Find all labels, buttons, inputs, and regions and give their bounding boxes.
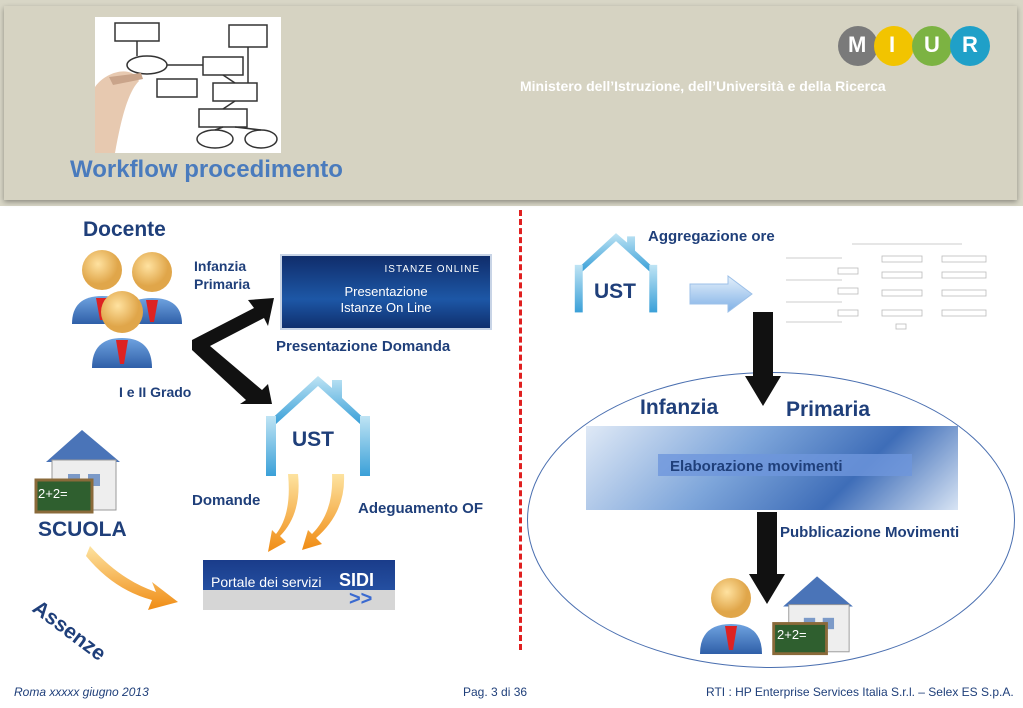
- ust-label-left: UST: [292, 428, 334, 451]
- school-icon: [30, 428, 136, 519]
- gradi-label: I e II Grado: [119, 384, 192, 400]
- scuola-label: SCUOLA: [38, 518, 127, 541]
- school-icon-right: [768, 572, 868, 663]
- blackboard-text-right: 2+2=: [777, 627, 807, 642]
- ust-label-right: UST: [594, 280, 636, 303]
- footer-rti: RTI : HP Enterprise Services Italia S.r.…: [706, 685, 1014, 699]
- black-arrow-down-top: [744, 310, 782, 413]
- infanzia-text: Infanzia: [194, 258, 247, 274]
- sidi-banner-base: [203, 590, 395, 610]
- footer-page: Pag. 3 di 36: [463, 685, 528, 699]
- teacher-icon-right: [698, 576, 764, 661]
- sidi-brand: SIDI: [339, 570, 375, 590]
- logo-letter-r: R: [962, 32, 978, 57]
- domande-label: Domande: [192, 492, 261, 509]
- miur-logo: M I U R: [836, 24, 992, 73]
- ust-house-icon-right: [566, 230, 666, 319]
- ust-house-icon: [262, 372, 374, 483]
- docente-label: Docente: [83, 218, 166, 241]
- primaria-text: Primaria: [194, 276, 251, 292]
- zigzag-arrow: [188, 296, 278, 411]
- section-divider: [519, 210, 522, 650]
- infanzia-primaria-label: Infanzia Primaria: [194, 257, 250, 293]
- teachers-icon: [68, 240, 188, 375]
- logo-letter-u: U: [924, 32, 940, 57]
- blue-arrow-right: [688, 274, 754, 319]
- logo-letter-i: I: [889, 32, 896, 57]
- black-arrow-down-bottom: [748, 510, 786, 611]
- sidi-text: Portale dei servizi: [211, 574, 322, 590]
- primaria-label-right: Primaria: [786, 398, 871, 421]
- istanze-line1: Presentazione: [344, 284, 428, 299]
- assenze-arrow: [86, 540, 182, 617]
- infanzia-label-right: Infanzia: [640, 396, 719, 419]
- footer-date: Roma xxxxx giugno 2013: [14, 685, 149, 699]
- sidi-arrows: >>: [349, 588, 373, 610]
- sidi-portal-banner[interactable]: Portale dei servizi SIDI >>: [203, 560, 395, 610]
- aggregated-form-thumbnail: [782, 240, 996, 334]
- orange-arrows: [264, 470, 354, 565]
- aggregazione-label: Aggregazione ore: [648, 228, 775, 245]
- flowchart-picture: [95, 17, 281, 153]
- adeguamento-label: Adeguamento OF: [358, 500, 484, 517]
- istanze-line2: Istanze On Line: [340, 300, 432, 315]
- istanze-brand: ISTANZE ONLINE: [384, 264, 480, 275]
- pubblicazione-label: Pubblicazione Movimenti: [780, 524, 960, 541]
- ministry-name: Ministero dell’Istruzione, dell’Universi…: [520, 78, 886, 94]
- elaborazione-label: Elaborazione movimenti: [670, 458, 843, 475]
- presentazione-domanda-label: Presentazione Domanda: [276, 338, 451, 355]
- page-title: Workflow procedimento: [70, 156, 343, 183]
- blackboard-text: 2+2=: [38, 486, 68, 501]
- elaborazione-banner: [586, 426, 958, 510]
- logo-letter-m: M: [848, 32, 867, 57]
- istanze-online-banner[interactable]: ISTANZE ONLINE Presentazione Istanze On …: [280, 254, 492, 330]
